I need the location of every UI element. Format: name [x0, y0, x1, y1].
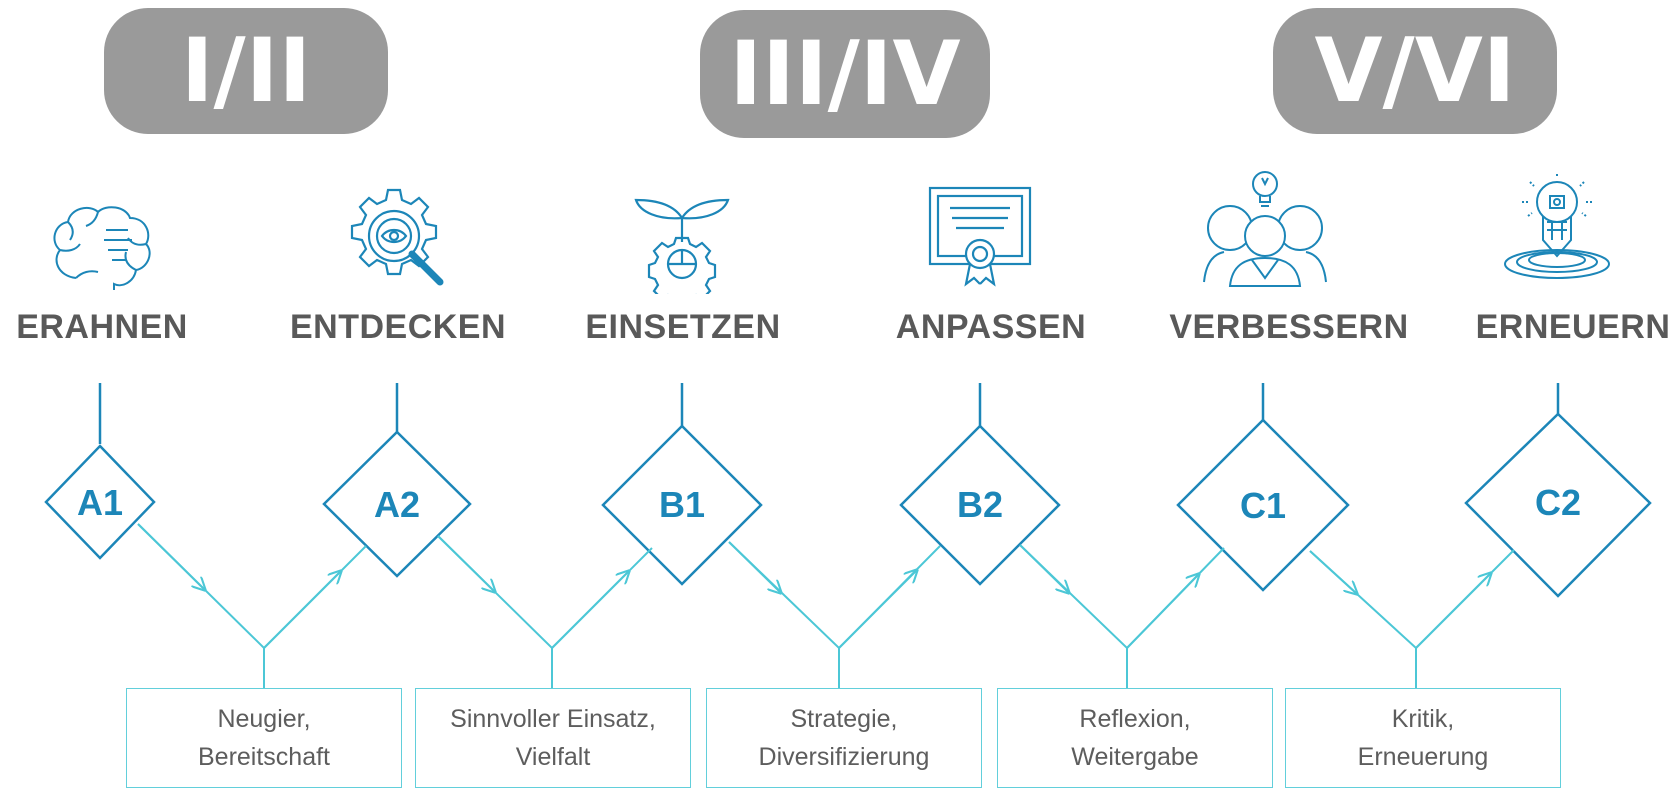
description-line: Reflexion, [1079, 705, 1191, 733]
description-box-1: Neugier, Bereitschaft [126, 688, 402, 788]
phase-badge-1: I/II [104, 8, 388, 134]
description-line: Diversifizierung [758, 743, 930, 771]
team-idea-icon [1203, 171, 1327, 287]
connector-b1-b2 [728, 541, 941, 650]
phase-badge-3: V/VI [1273, 8, 1557, 134]
description-line: Erneuerung [1357, 743, 1489, 771]
description-box-3: Strategie, Diversifizierung [706, 688, 982, 788]
brain-icon [53, 206, 151, 290]
stage-label-einsetzen: EINSETZEN [585, 308, 781, 346]
description-box-2: Sinnvoller Einsatz, Vielfalt [415, 688, 691, 788]
connector-a1-a2 [137, 523, 367, 650]
description-line: Neugier, [217, 705, 311, 733]
description-box-5: Kritik, Erneuerung [1285, 688, 1561, 788]
diamond-c1 [1176, 418, 1350, 592]
stage-label-anpassen: ANPASSEN [895, 308, 1087, 346]
lightbulb-target-icon [1504, 174, 1610, 279]
connector-c1-c2 [1309, 549, 1515, 650]
diamond-b2 [899, 424, 1061, 586]
stage-label-verbessern: VERBESSERN [1169, 308, 1409, 346]
stage-label-entdecken: ENTDECKEN [289, 308, 507, 346]
description-line: Kritik, [1391, 705, 1455, 733]
description-line: Strategie, [790, 705, 898, 733]
level-label-b1: B1 [658, 484, 706, 525]
level-label-b2: B2 [956, 484, 1004, 525]
level-label-c2: C2 [1534, 482, 1582, 523]
certificate-icon [928, 186, 1032, 287]
phase-badge-label: I/II [180, 19, 312, 122]
description-line: Weitergabe [1071, 743, 1199, 771]
diamond-a1 [44, 444, 156, 560]
phase-badge-label: III/IV [729, 22, 961, 125]
description-line: Vielfalt [515, 743, 591, 771]
gear-magnifier-icon [350, 188, 444, 286]
stage-label-erneuern: ERNEUERN [1475, 308, 1671, 346]
level-label-a2: A2 [373, 484, 421, 525]
stage-label-erahnen: ERAHNEN [16, 308, 188, 346]
phase-badge-2: III/IV [700, 10, 990, 138]
diamond-a2 [322, 430, 472, 578]
sprouting-gear-icon [634, 198, 730, 294]
diamond-b1 [601, 424, 763, 586]
diamond-c2 [1464, 412, 1652, 598]
level-label-a1: A1 [76, 482, 124, 523]
description-box-4: Reflexion, Weitergabe [997, 688, 1273, 788]
connector-b2-c1 [1019, 544, 1225, 650]
description-line: Sinnvoller Einsatz, [450, 705, 656, 733]
phase-badge-label: V/VI [1314, 19, 1516, 122]
level-label-c1: C1 [1239, 485, 1287, 526]
description-line: Bereitschaft [197, 743, 330, 771]
connector-a2-b1 [437, 535, 653, 650]
